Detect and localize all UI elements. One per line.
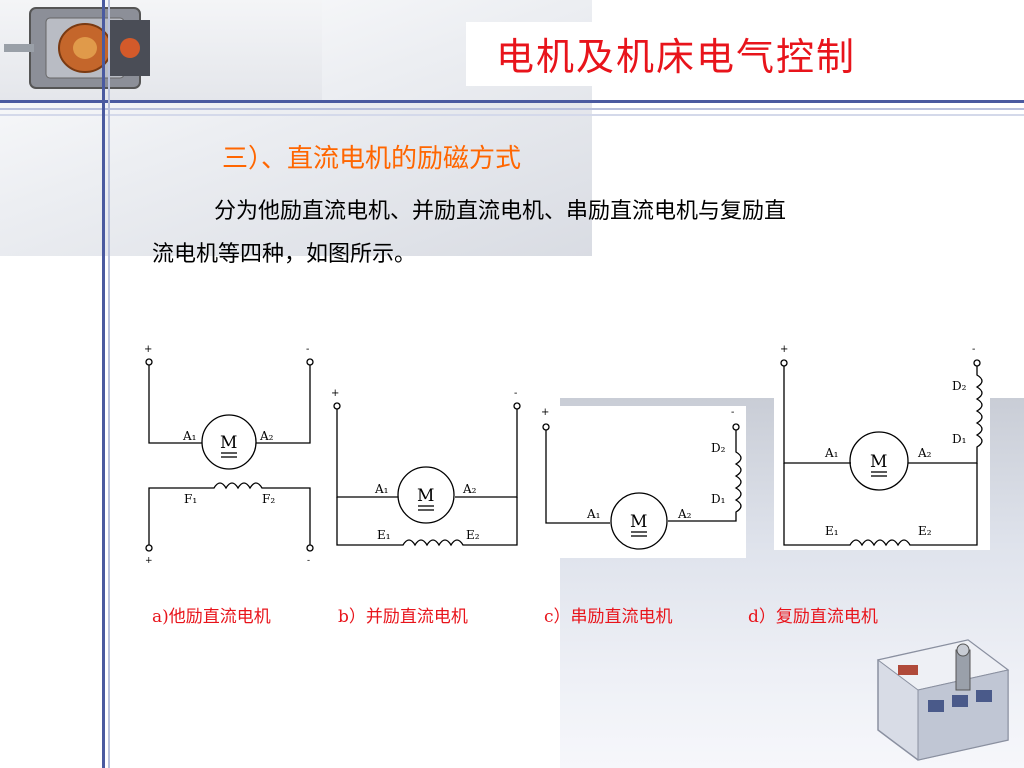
diagram-c-panel [538, 406, 746, 558]
terminal-label-a1: A₁ [824, 446, 838, 460]
terminal-label-a1: A₁ [374, 482, 388, 496]
field-winding-d [908, 366, 983, 464]
terminal-label-d1: D₁ [952, 432, 966, 446]
diagram-c-minus: - [731, 407, 734, 418]
diagram-d-minus: - [972, 344, 975, 355]
diagram-c: + - M A₁ A₂ D₂ D₁ [541, 407, 742, 550]
motor-symbol [201, 414, 257, 470]
terminal-label-a2: A₂ [917, 446, 932, 460]
motor-label: M [630, 512, 647, 532]
terminal-label-f1: F₁ [184, 492, 197, 506]
motor-label: M [417, 486, 434, 506]
terminal [513, 402, 521, 410]
header-rule-blue [0, 100, 1024, 103]
paragraph-line-2: 流电机等四种，如图所示。 [152, 242, 417, 267]
diagram-a-plus-bottom: + [145, 556, 153, 566]
terminal [145, 544, 153, 552]
terminal [145, 358, 153, 366]
terminal-label-f2: F₂ [262, 492, 275, 506]
header-rule-light-1 [0, 108, 1024, 110]
section-heading: 三）、直流电机的励磁方式 [222, 144, 522, 174]
diagram-a-plus-top: + [144, 344, 152, 355]
terminal-label-a1: A₁ [182, 429, 196, 443]
terminal-label-a2: A₂ [677, 507, 692, 521]
terminal-label-e1: E₁ [825, 524, 839, 538]
diagram-a: + - M A₁ A₂ F₁ F₂ + - [144, 344, 314, 566]
caption-c: c）串励直流电机 [544, 607, 673, 627]
terminal-label-a2: A₂ [259, 429, 274, 443]
terminal-label-a2: A₂ [462, 482, 477, 496]
diagram-d-plus: + [780, 344, 788, 355]
terminal [333, 402, 341, 410]
field-winding-f [148, 482, 311, 545]
terminal-label-d2: D₂ [711, 441, 726, 455]
terminal-label-a1: A₁ [586, 507, 600, 521]
title-box [466, 22, 910, 86]
motor-label: M [220, 433, 237, 453]
field-winding-e [783, 463, 978, 547]
diagram-b-plus: + [331, 388, 339, 399]
diagram-a-minus-bottom: - [307, 556, 310, 566]
terminal-label-e2: E₂ [918, 524, 932, 538]
terminal [306, 544, 314, 552]
paragraph-line-1: 分为他励直流电机、并励直流电机、串励直流电机与复励直 [214, 199, 787, 224]
caption-b: b）并励直流电机 [338, 607, 468, 627]
caption-a: a)他励直流电机 [152, 607, 271, 627]
section-paragraph: 分为他励直流电机、并励直流电机、串励直流电机与复励直 流电机等四种，如图所示。 [152, 190, 972, 276]
contactor-photo [876, 639, 1010, 761]
header-rule-light-2 [0, 114, 1024, 116]
diagram-d: + - M A₁ A₂ D₂ D₁ E₁ E₂ [780, 344, 983, 547]
terminal-label-d2: D₂ [952, 379, 967, 393]
terminal-label-e2: E₂ [466, 528, 480, 542]
left-rule-light [108, 0, 110, 768]
left-rule-blue [102, 0, 105, 768]
diagram-b: + - M A₁ A₂ E₁ E₂ [331, 388, 521, 547]
page-title: 电机及机床电气控制 [496, 35, 857, 79]
terminal-label-e1: E₁ [377, 528, 391, 542]
diagram-a-minus-top: - [306, 344, 309, 355]
field-winding-d [668, 430, 742, 522]
diagram-d-panel [774, 345, 990, 550]
terminal [306, 358, 314, 366]
field-winding-e [336, 497, 518, 547]
caption-d: d）复励直流电机 [748, 607, 878, 627]
motor-symbol [397, 466, 455, 524]
diagram-b-minus: - [514, 388, 517, 399]
motor-label: M [870, 452, 887, 472]
diagram-c-plus: + [541, 407, 549, 418]
motor-symbol [610, 492, 668, 550]
terminal-label-d1: D₁ [711, 492, 725, 506]
motor-symbol [849, 431, 909, 491]
